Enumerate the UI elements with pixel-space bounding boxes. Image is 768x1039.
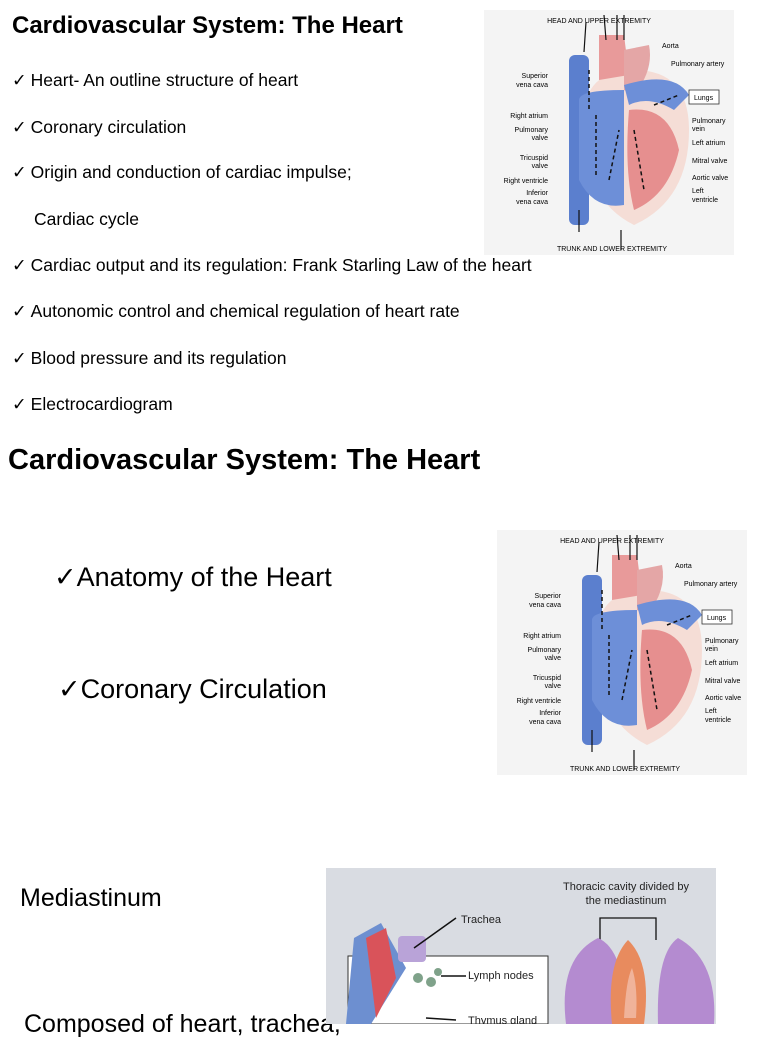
label-aorta: Aorta xyxy=(675,563,692,570)
label-trachea: Trachea xyxy=(461,914,502,926)
check-icon: ✓ xyxy=(12,70,27,90)
check-icon: ✓ xyxy=(54,562,77,592)
bullet-text: Anatomy of the Heart xyxy=(76,562,332,592)
bullet-text: Heart- An outline structure of heart xyxy=(30,70,299,90)
heart-diagram-svg: HEAD AND UPPER EXTREMITY TRUNK AND LOWER… xyxy=(484,10,734,255)
slide1-bullet-7: ✓Electrocardiogram xyxy=(12,394,173,415)
label-thymus: Thymus gland xyxy=(468,1015,537,1024)
label-tricuspid-2: valve xyxy=(532,163,548,170)
bullet-text: Coronary circulation xyxy=(30,117,187,137)
label-pulmonary-artery: Pulmonary artery xyxy=(684,581,738,588)
bullet-text: Origin and conduction of cardiac impulse… xyxy=(30,162,352,182)
slide2-bullet-1: ✓Anatomy of the Heart xyxy=(54,562,332,593)
label-mitral: Mitral valve xyxy=(692,158,728,165)
slide1-bullet-3-continuation: Cardiac cycle xyxy=(34,209,140,229)
label-svc-2: vena cava xyxy=(529,602,561,609)
check-icon: ✓ xyxy=(12,394,27,414)
label-right-atrium: Right atrium xyxy=(510,113,548,120)
label-lv-2: ventricle xyxy=(705,717,731,724)
label-aortic: Aortic valve xyxy=(705,695,741,702)
label-pulm-valve: Pulmonary xyxy=(515,127,549,134)
label-tricuspid: Tricuspid xyxy=(520,155,548,162)
slide1-bullet-1: ✓Heart- An outline structure of heart xyxy=(12,70,298,91)
heart-diagram-1: HEAD AND UPPER EXTREMITY TRUNK AND LOWER… xyxy=(484,10,734,255)
heart-diagram-svg: HEAD AND UPPER EXTREMITY TRUNK AND LOWER… xyxy=(497,530,747,775)
label-svc-2: vena cava xyxy=(516,82,548,89)
slide1-bullet-4: ✓Cardiac output and its regulation: Fran… xyxy=(12,255,532,276)
label-pulm-vein: Pulmonary xyxy=(705,638,739,645)
label-pulmonary-artery: Pulmonary artery xyxy=(671,61,725,68)
label-left-atrium: Left atrium xyxy=(692,140,725,147)
label-pulm-vein-2: vein xyxy=(692,126,705,133)
slide1-bullet-2: ✓Coronary circulation xyxy=(12,117,186,138)
label-right-ventricle: Right ventricle xyxy=(504,178,548,185)
bullet-text: Coronary Circulation xyxy=(80,674,327,704)
mediastinum-heading: Mediastinum xyxy=(20,884,162,912)
label-ivc: Inferior xyxy=(526,190,548,197)
check-icon: ✓ xyxy=(12,255,27,275)
label-right-atrium: Right atrium xyxy=(523,633,561,640)
slide2-title: Cardiovascular System: The Heart xyxy=(8,444,481,476)
label-aortic: Aortic valve xyxy=(692,175,728,182)
bullet-text: Electrocardiogram xyxy=(30,394,173,414)
check-icon: ✓ xyxy=(12,301,27,321)
label-pulm-valve-2: valve xyxy=(545,655,561,662)
slide3-body-text: Composed of heart, trachea, xyxy=(24,1010,341,1038)
label-svc: Superior xyxy=(522,73,549,80)
heart-diagram-2: HEAD AND UPPER EXTREMITY TRUNK AND LOWER… xyxy=(496,530,748,775)
label-left-atrium: Left atrium xyxy=(705,660,738,667)
check-icon: ✓ xyxy=(12,162,27,182)
thoracic-cavity-svg: Trachea Lymph nodes Thymus gland Thoraci… xyxy=(326,868,716,1024)
label-top: HEAD AND UPPER EXTREMITY xyxy=(560,538,664,545)
label-bottom: TRUNK AND LOWER EXTREMITY xyxy=(557,246,667,253)
label-lungs: Lungs xyxy=(707,615,727,622)
slide1-bullet-6: ✓Blood pressure and its regulation xyxy=(12,348,287,369)
check-icon: ✓ xyxy=(12,348,27,368)
label-ivc: Inferior xyxy=(539,710,561,717)
label-right-ventricle: Right ventricle xyxy=(517,698,561,705)
bullet-text: Blood pressure and its regulation xyxy=(30,348,287,368)
label-lungs: Lungs xyxy=(694,95,714,102)
slide2-bullet-2: ✓Coronary Circulation xyxy=(58,674,327,705)
slide1-bullet-5: ✓Autonomic control and chemical regulati… xyxy=(12,301,460,322)
caption-line-1: Thoracic cavity divided by xyxy=(563,881,689,893)
slide1-title: Cardiovascular System: The Heart xyxy=(12,12,403,39)
label-ivc-2: vena cava xyxy=(529,719,561,726)
label-pulm-vein-2: vein xyxy=(705,646,718,653)
label-pulm-valve-2: valve xyxy=(532,135,548,142)
label-top: HEAD AND UPPER EXTREMITY xyxy=(547,18,651,25)
label-lv: Left xyxy=(692,188,704,195)
label-aorta: Aorta xyxy=(662,43,679,50)
slide1-bullet-3: ✓Origin and conduction of cardiac impuls… xyxy=(12,162,352,183)
label-mitral: Mitral valve xyxy=(705,678,741,685)
label-ivc-2: vena cava xyxy=(516,199,548,206)
check-icon: ✓ xyxy=(58,674,81,704)
label-lv-2: ventricle xyxy=(692,197,718,204)
label-pulm-vein: Pulmonary xyxy=(692,118,726,125)
bullet-text: Cardiac output and its regulation: Frank… xyxy=(30,255,532,275)
label-tricuspid: Tricuspid xyxy=(533,675,561,682)
check-icon: ✓ xyxy=(12,117,27,137)
label-lymph-nodes: Lymph nodes xyxy=(468,970,534,982)
label-tricuspid-2: valve xyxy=(545,683,561,690)
thoracic-cavity-photo: Trachea Lymph nodes Thymus gland Thoraci… xyxy=(326,868,716,1024)
bullet-text: Autonomic control and chemical regulatio… xyxy=(30,301,460,321)
caption-line-2: the mediastinum xyxy=(586,895,667,907)
label-pulm-valve: Pulmonary xyxy=(528,647,562,654)
label-lv: Left xyxy=(705,708,717,715)
label-bottom: TRUNK AND LOWER EXTREMITY xyxy=(570,766,680,773)
label-svc: Superior xyxy=(535,593,562,600)
